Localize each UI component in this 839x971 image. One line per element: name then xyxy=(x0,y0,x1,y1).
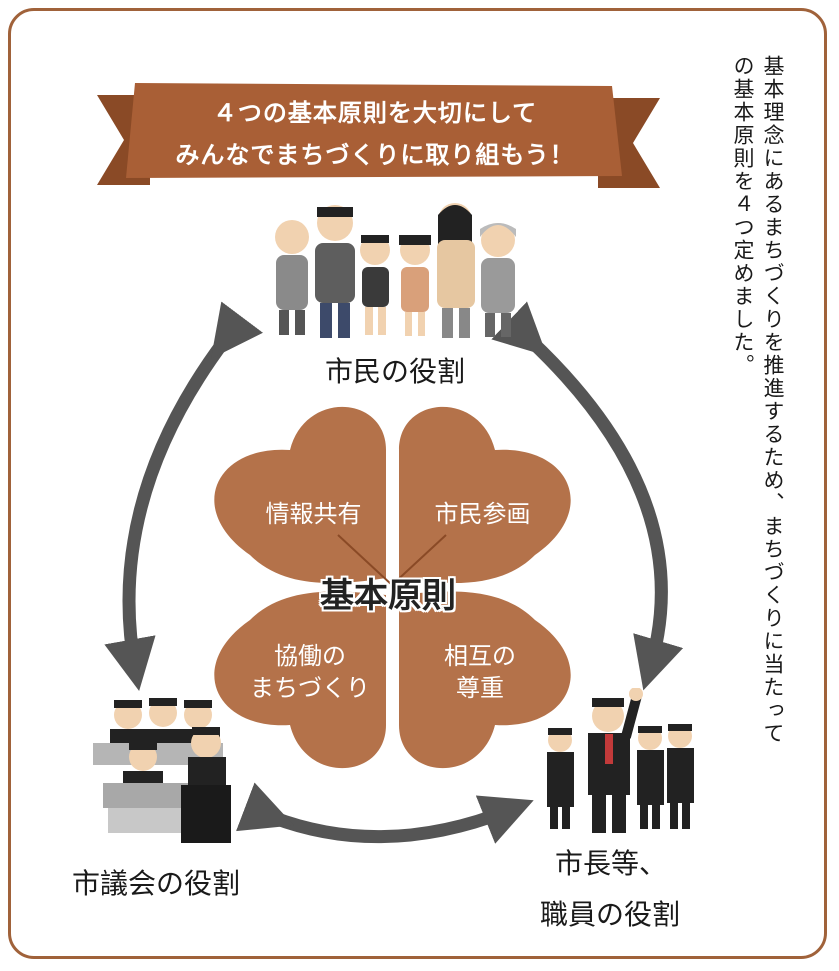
leaf-participation xyxy=(399,406,571,584)
center-label: 基本原則 xyxy=(320,576,456,616)
citizens-illustration xyxy=(275,203,516,338)
council-illustration xyxy=(93,698,231,843)
principle-collaboration: 協働の まちづくり xyxy=(230,640,390,704)
arrow-citizens-council xyxy=(104,301,263,692)
banner-line-1: ４つの基本原則を大切にして xyxy=(212,99,538,127)
leaf-respect xyxy=(399,591,571,769)
mayor-role-label-line-2: 職員の役割 xyxy=(540,898,681,931)
principle-respect-line-1: 相互の xyxy=(444,642,516,670)
side-note-line-1: 基本理念にあるまちづくりを推進するため、まちづくりに当たって xyxy=(761,55,785,745)
side-note-line-2: の基本原則を４つ定めました。 xyxy=(731,55,755,377)
principle-collaboration-line-1: 協働の xyxy=(274,642,346,670)
citizens-role-label: 市民の役割 xyxy=(325,355,466,388)
principle-collaboration-line-2: まちづくり xyxy=(250,674,370,702)
arrow-citizens-mayor xyxy=(491,301,684,691)
council-role-label: 市議会の役割 xyxy=(72,867,241,900)
principle-info-sharing: 情報共有 xyxy=(265,500,362,528)
arrow-council-mayor xyxy=(236,782,534,844)
principle-respect: 相互の 尊重 xyxy=(410,640,550,704)
banner-line-2: みんなでまちづくりに取り組もう！ xyxy=(175,141,575,169)
mayor-role-label-line-1: 市長等、 xyxy=(555,847,668,880)
principle-participation: 市民参画 xyxy=(434,500,531,528)
leaf-collaboration xyxy=(214,591,386,769)
principle-respect-line-2: 尊重 xyxy=(456,674,504,702)
mayor-illustration xyxy=(547,688,694,833)
